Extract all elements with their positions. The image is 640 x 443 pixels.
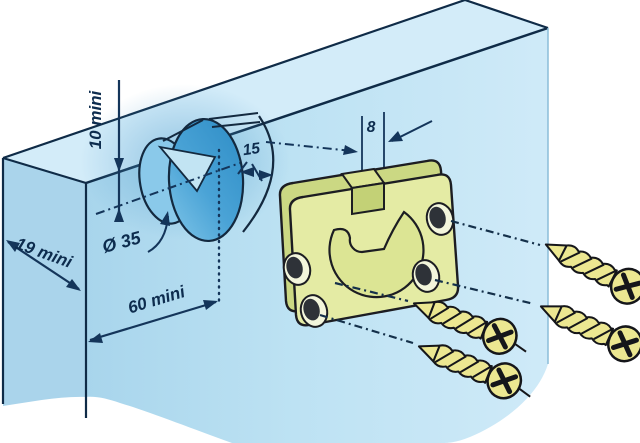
leader-screw-top bbox=[450, 219, 541, 247]
dim-15-label: 15 bbox=[242, 140, 262, 159]
dim-60-line bbox=[89, 300, 217, 342]
panel-side-face bbox=[3, 158, 86, 406]
dim-8-leader-left bbox=[265, 141, 353, 152]
screw-leader-lines bbox=[319, 219, 541, 345]
dim-10-arrow-up bbox=[114, 208, 124, 222]
dim-19-arrow-right bbox=[66, 279, 81, 291]
fitting-screw-holes bbox=[282, 202, 455, 328]
cam-fitting bbox=[278, 159, 460, 328]
dim-10-arrow-down bbox=[114, 158, 124, 172]
dia-arrow bbox=[160, 211, 170, 226]
leader-screw-middle bbox=[334, 281, 409, 303]
dim-8-arrow-right bbox=[388, 131, 403, 142]
dim-10-label: 10 mini bbox=[86, 89, 105, 149]
leader-screw-right bbox=[434, 278, 535, 306]
hole-opening bbox=[167, 117, 245, 243]
dim-60-arrow-right bbox=[203, 300, 218, 310]
dim-19-arrow-left bbox=[6, 240, 20, 252]
dim-15-arrow-left bbox=[240, 167, 254, 177]
leader-screw-bottom bbox=[319, 313, 414, 345]
screw-top-right bbox=[538, 229, 640, 316]
fitting-slot-front bbox=[351, 181, 385, 216]
hole-tangent-line bbox=[162, 119, 204, 142]
dim-19-line bbox=[7, 241, 80, 290]
hole-rim-lines bbox=[208, 112, 261, 128]
dim-8-label: 8 bbox=[367, 119, 376, 136]
dim-8-arrow-left bbox=[343, 145, 358, 155]
dim-60-arrow-left bbox=[88, 333, 103, 343]
hole-outer-arc bbox=[242, 115, 275, 233]
dim-15-arrow-right bbox=[259, 170, 273, 180]
dim-15-line-left bbox=[237, 161, 248, 175]
hole-centerline bbox=[95, 162, 241, 215]
